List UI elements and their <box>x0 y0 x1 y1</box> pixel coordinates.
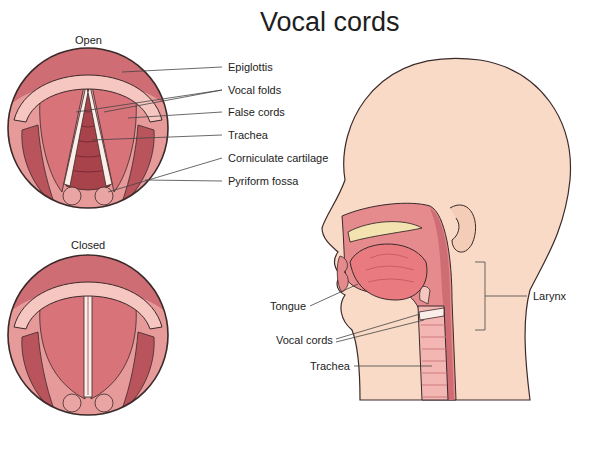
part-label: Vocal folds <box>228 83 281 97</box>
part-label: Vocal cords <box>276 333 333 347</box>
leader-line <box>336 314 420 339</box>
false-cord <box>91 293 136 399</box>
view-label: Open <box>75 33 102 47</box>
view-label: Closed <box>71 238 105 252</box>
view-outline <box>8 48 168 208</box>
lips <box>337 256 348 292</box>
vocal-cords <box>419 308 444 320</box>
tongue-texture <box>366 254 414 282</box>
leader-line <box>128 112 222 118</box>
epiglottis <box>14 75 162 122</box>
leader-line <box>104 90 222 112</box>
leader-line <box>108 158 222 192</box>
palate <box>348 222 422 242</box>
leader-line <box>336 320 424 342</box>
open-larynx-view <box>0 40 176 208</box>
corniculate-cartilage <box>95 187 113 205</box>
leader-lines <box>76 67 222 192</box>
head-profile <box>322 58 570 400</box>
glottis <box>88 295 89 395</box>
airway <box>342 203 456 400</box>
part-label: Tongue <box>270 299 306 313</box>
leader-lines <box>310 262 527 366</box>
vocal-fold <box>84 293 92 397</box>
leader-line <box>354 366 432 367</box>
epiglottis <box>420 286 430 304</box>
corniculate-cartilage <box>95 394 113 412</box>
part-label: Larynx <box>533 289 566 303</box>
corniculate-cartilage <box>63 187 81 205</box>
part-label: Pyriform fossa <box>228 174 298 188</box>
larynx-bracket <box>475 262 527 330</box>
vocal-fold <box>64 86 88 186</box>
false-cord <box>40 293 85 399</box>
part-label: Trachea <box>228 128 268 142</box>
leader-line <box>310 284 358 306</box>
part-label: Corniculate cartilage <box>228 151 328 165</box>
part-label: Epiglottis <box>228 60 273 74</box>
part-label: Trachea <box>310 359 350 373</box>
vocal-fold <box>88 86 112 186</box>
epiglottis <box>14 282 162 329</box>
tongue <box>350 244 427 300</box>
view-outline <box>8 255 168 415</box>
trachea-rings <box>421 325 447 397</box>
corniculate-cartilage <box>63 394 81 412</box>
head-outline <box>322 58 570 400</box>
diagram-title: Vocal cords <box>260 6 400 38</box>
leader-line <box>145 180 222 181</box>
leader-line <box>92 135 222 140</box>
leader-line <box>122 67 222 72</box>
leader-line <box>76 90 222 112</box>
part-label: False cords <box>228 105 285 119</box>
ear <box>450 205 476 252</box>
closed-larynx-view <box>0 247 176 415</box>
